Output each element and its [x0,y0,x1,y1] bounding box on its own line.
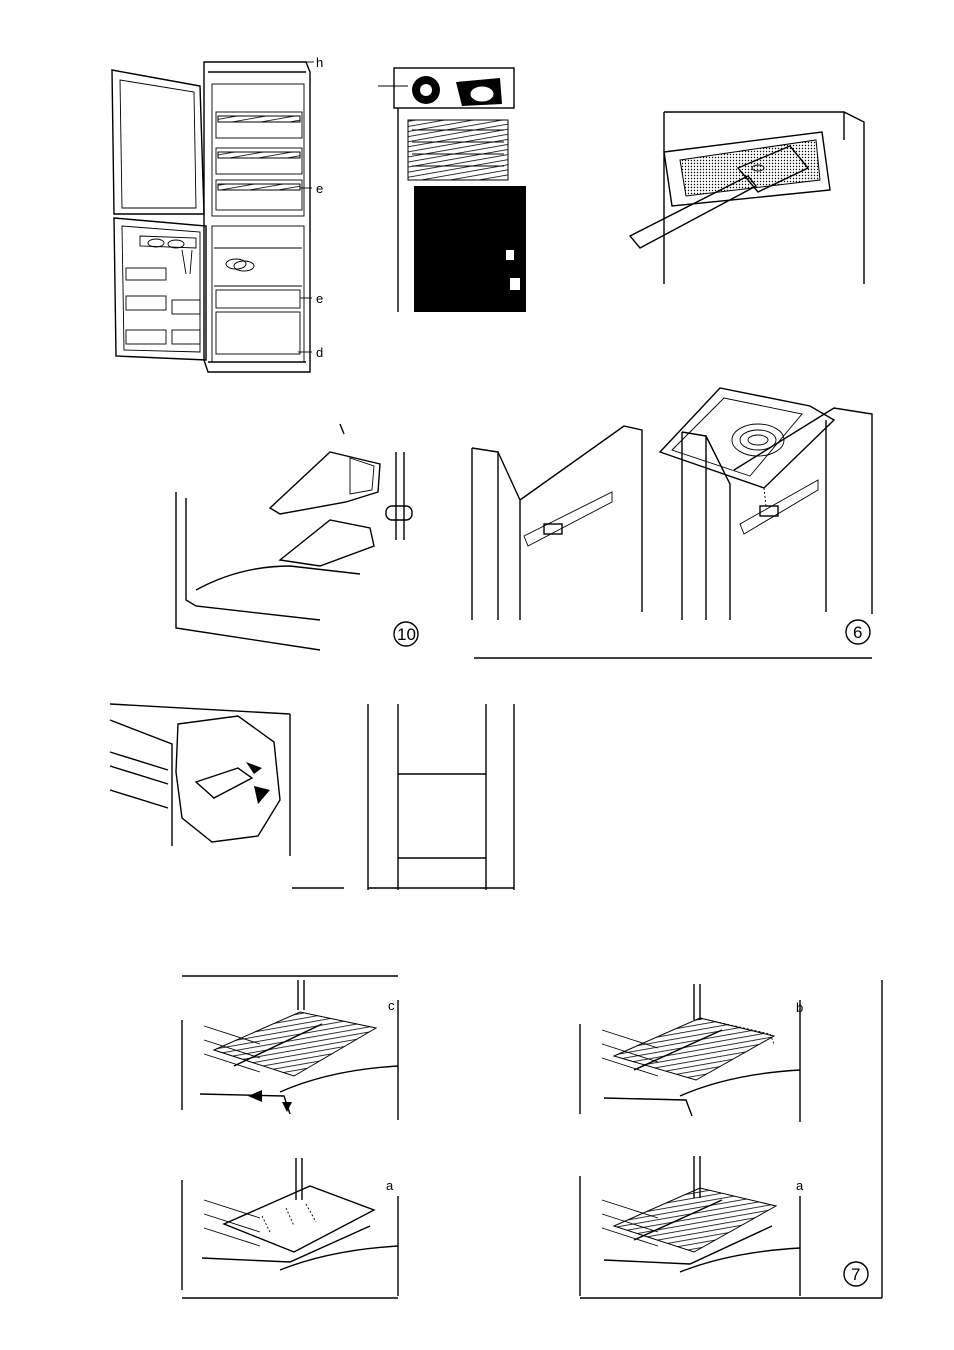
shelf-letter-c: c [388,998,395,1013]
scraper-top-figure [630,112,864,284]
shelf-letter-b: b [796,1000,803,1015]
shelf-left-a-figure: a [182,1158,398,1298]
fridge-label-d: d [316,345,323,360]
top-hinges-figure: 6 [472,388,872,658]
fridge-label-h: h [316,55,323,70]
figure-number-10: 10 [397,625,416,644]
figure-number-7: 7 [851,1265,860,1284]
compressor-back-figure [378,68,526,312]
shelf-right-b-figure: b [580,984,803,1122]
shelf-left-c-figure: c [182,976,398,1120]
fridge-label-e-upper: e [316,181,323,196]
shelf-letter-a-left: a [386,1178,394,1193]
shelf-letter-a-right: a [796,1178,804,1193]
fridge-label-e-lower: e [316,291,323,306]
door-seal-detail-figure [110,704,514,890]
figure-number-6: 6 [853,623,862,642]
lamp-cover-figure: 10 [176,424,418,650]
fridge-overview-figure: h e e d [112,55,323,372]
